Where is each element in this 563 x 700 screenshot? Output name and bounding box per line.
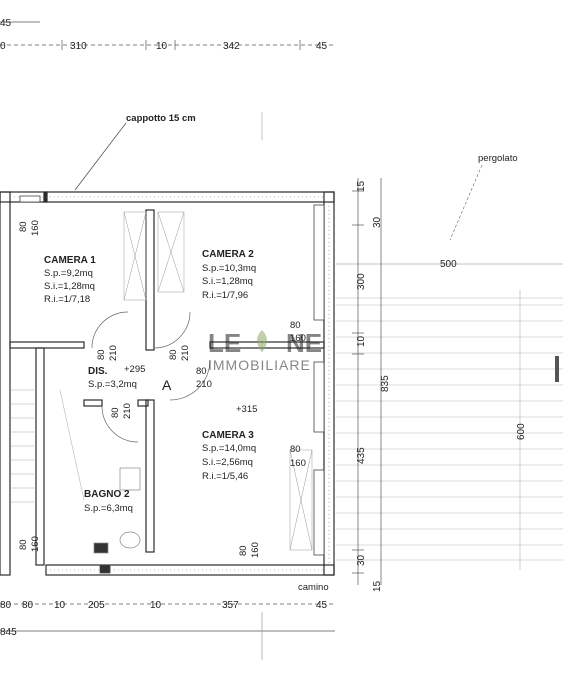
cappotto-label: cappotto 15 cm <box>126 113 196 124</box>
right-dim-435: 435 <box>356 447 367 464</box>
top-dim-0: 0 <box>0 41 6 52</box>
opening-1-h: 160 <box>30 220 41 236</box>
opening-5-h: 160 <box>30 536 41 552</box>
watermark-ne: NE <box>286 328 322 358</box>
opening-3-w: 80 <box>168 349 179 360</box>
pergolato-leader <box>449 164 483 241</box>
right-dimension-lines <box>352 178 382 585</box>
top-dimension-lines <box>0 21 335 50</box>
bottom-dim-10a: 10 <box>54 600 66 611</box>
watermark-immobiliare: IMMOBILIARE <box>208 357 311 373</box>
bathroom-fixtures <box>93 467 141 554</box>
room-dis-name: DIS. <box>88 366 108 377</box>
right-dim-600: 600 <box>516 423 527 440</box>
bottom-dim-357: 357 <box>222 600 239 611</box>
room-3-ri: R.i.=1/5,46 <box>202 471 248 482</box>
opening-9-h: 160 <box>290 458 306 469</box>
room-2-sp: S.p.=10,3mq <box>202 263 256 274</box>
room-camera-1: CAMERA 1 S.p.=9,2mq S.i.=1,28mq R.i.=1/7… <box>44 255 96 305</box>
room-2-name: CAMERA 2 <box>202 249 254 260</box>
room-1-sp: S.p.=9,2mq <box>44 268 93 279</box>
pergolato-label: pergolato <box>478 153 518 164</box>
right-dimension-labels: 15 30 300 10 835 435 30 15 600 <box>356 180 527 592</box>
stairs <box>10 389 85 503</box>
right-dim-10: 10 <box>356 335 367 347</box>
right-dim-30b: 30 <box>356 554 367 566</box>
opening-7-h: 160 <box>290 333 306 344</box>
pergola-hatching <box>336 297 563 561</box>
opening-4-h: 210 <box>122 403 133 419</box>
bottom-dim-45: 45 <box>316 600 328 611</box>
room-3-sp: S.p.=14,0mq <box>202 443 256 454</box>
bottom-dim-80a: 80 <box>0 600 12 611</box>
room-camera-2: CAMERA 2 S.p.=10,3mq S.i.=1,28mq R.i.=1/… <box>202 249 256 301</box>
room-2-ri: R.i.=1/7,96 <box>202 290 248 301</box>
door-label-a: A <box>162 377 172 393</box>
opening-6-w: 80 <box>238 545 249 556</box>
room-dis: DIS. S.p.=3,2mq <box>88 366 137 390</box>
room-3-si: S.i.=2,56mq <box>202 457 253 468</box>
wall-hatch <box>10 196 330 571</box>
opening-2-w: 80 <box>96 349 107 360</box>
opening-2-h: 210 <box>108 345 119 361</box>
bottom-dim-80b: 80 <box>22 600 34 611</box>
room-2-si: S.i.=1,28mq <box>202 276 253 287</box>
windows <box>19 195 325 574</box>
opening-6-h: 160 <box>250 542 261 558</box>
watermark-le: LE <box>208 328 241 358</box>
right-dim-835: 835 <box>380 375 391 392</box>
opening-8-w: 80 <box>196 366 207 377</box>
right-dim-15b: 15 <box>372 580 383 592</box>
room-bagno-sp: S.p.=6,3mq <box>84 503 133 514</box>
room-dis-sp: S.p.=3,2mq <box>88 379 137 390</box>
right-dim-30: 30 <box>372 216 383 228</box>
right-dim-15: 15 <box>356 180 367 192</box>
room-1-si: S.i.=1,28mq <box>44 281 95 292</box>
opening-3-h: 210 <box>180 345 191 361</box>
opening-7-w: 80 <box>290 320 301 331</box>
bottom-dimension-lines <box>0 603 335 660</box>
leaf-logo-icon <box>257 330 267 352</box>
cappotto-leader <box>74 122 127 191</box>
level-mark-315: +315 <box>236 404 257 415</box>
pergola-post <box>555 356 559 382</box>
room-3-name: CAMERA 3 <box>202 430 254 441</box>
opening-1-w: 80 <box>18 221 29 232</box>
door-swings <box>91 311 211 443</box>
opening-8-h: 210 <box>196 379 212 390</box>
room-1-name: CAMERA 1 <box>44 255 96 266</box>
top-dim-10: 10 <box>156 41 168 52</box>
bottom-dim-845: 845 <box>0 627 17 638</box>
opening-9-w: 80 <box>290 444 301 455</box>
opening-5-w: 80 <box>18 539 29 550</box>
opening-dims: 80 160 80 210 80 210 80 210 80 160 80 16… <box>18 220 306 558</box>
top-dim-45b: 45 <box>316 41 328 52</box>
top-dim-45: 45 <box>0 18 12 29</box>
room-camera-3: CAMERA 3 S.p.=14,0mq S.i.=2,56mq R.i.=1/… <box>202 430 256 482</box>
room-1-ri: R.i.=1/7,18 <box>44 294 90 305</box>
pergola-dim-500: 500 <box>440 259 457 270</box>
walls <box>0 191 335 576</box>
room-bagno-2: BAGNO 2 S.p.=6,3mq <box>84 489 133 514</box>
bottom-dim-205: 205 <box>88 600 105 611</box>
room-bagno-name: BAGNO 2 <box>84 489 130 500</box>
opening-4-w: 80 <box>110 407 121 418</box>
right-dim-300: 300 <box>356 273 367 290</box>
top-dim-342: 342 <box>223 41 240 52</box>
agency-watermark: LE NE IMMOBILIARE <box>208 328 322 373</box>
level-mark-295: +295 <box>124 364 145 375</box>
camino-label: camino <box>298 582 329 593</box>
storage-hatch <box>123 211 313 551</box>
bottom-dim-10b: 10 <box>150 600 162 611</box>
top-dim-310: 310 <box>70 41 87 52</box>
